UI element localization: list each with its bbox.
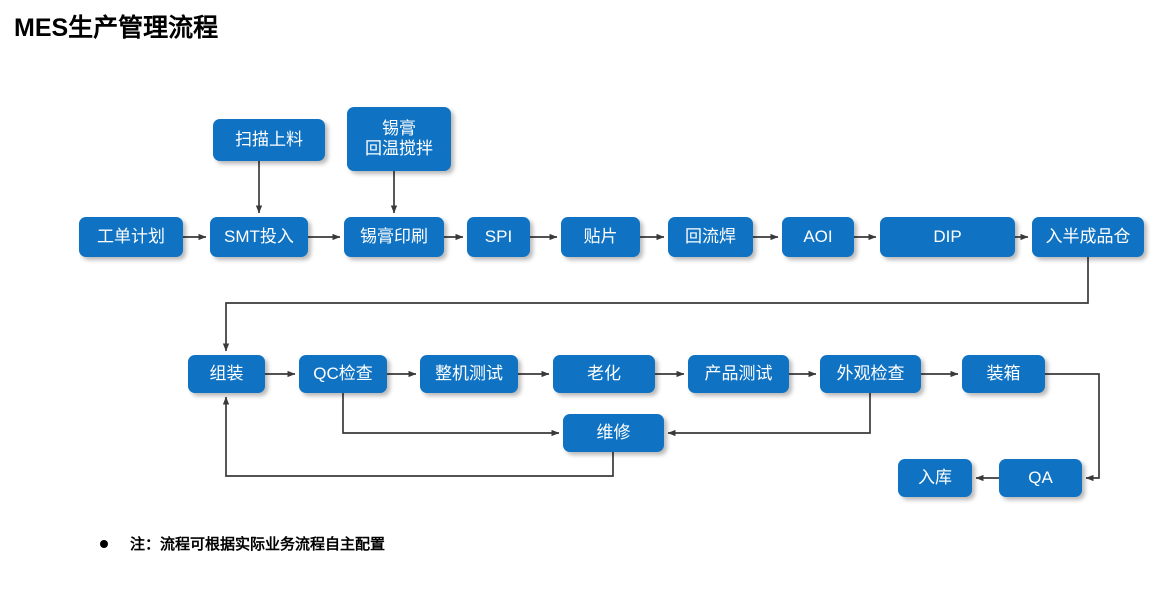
node-spi[interactable]: SPI	[467, 217, 530, 257]
node-smt-input[interactable]: SMT投入	[210, 217, 308, 257]
node-packing[interactable]: 装箱	[962, 355, 1045, 393]
node-label: 入半成品仓	[1045, 227, 1131, 246]
node-label: 锡膏印刷	[360, 227, 428, 246]
node-repair[interactable]: 维修	[563, 414, 664, 452]
edge-qc-check-to-repair	[342, 393, 560, 437]
node-solder-paste-stir[interactable]: 锡膏 回温搅拌	[347, 107, 451, 171]
node-label: 回流焊	[685, 227, 736, 246]
node-label: 整机测试	[435, 364, 503, 383]
edge-semi-warehouse-to-assembly	[222, 257, 1089, 352]
node-label: 老化	[587, 364, 621, 383]
node-label: 外观检查	[836, 364, 905, 383]
node-scan-feed[interactable]: 扫描上料	[213, 119, 325, 161]
edge-appearance-to-repair	[667, 393, 871, 437]
node-label: QC检查	[313, 364, 373, 383]
node-label: QA	[1028, 468, 1053, 487]
page-title: MES生产管理流程	[14, 14, 219, 42]
node-work-order-plan[interactable]: 工单计划	[79, 217, 183, 257]
node-label: 装箱	[986, 364, 1021, 383]
node-label: 产品测试	[704, 364, 773, 383]
node-label: 贴片	[583, 227, 618, 246]
footnote: 注：流程可根据实际业务流程自主配置	[100, 533, 385, 554]
node-solder-paste-print[interactable]: 锡膏印刷	[344, 217, 444, 257]
node-product-test[interactable]: 产品测试	[688, 355, 789, 393]
node-mount[interactable]: 贴片	[561, 217, 640, 257]
footnote-text: 注：流程可根据实际业务流程自主配置	[130, 536, 386, 553]
node-label: DIP	[933, 227, 962, 246]
node-qa[interactable]: QA	[999, 459, 1082, 497]
node-qc-check[interactable]: QC检查	[299, 355, 387, 393]
node-aoi[interactable]: AOI	[782, 217, 854, 257]
node-label: SMT投入	[224, 227, 294, 246]
edge-repair-to-assembly	[222, 396, 614, 477]
node-dip[interactable]: DIP	[880, 217, 1015, 257]
bullet-icon	[100, 539, 108, 548]
node-assembly[interactable]: 组装	[188, 355, 265, 393]
node-label: 扫描上料	[235, 130, 303, 149]
node-storage-in[interactable]: 入库	[898, 459, 972, 497]
node-label: 入库	[918, 468, 952, 487]
node-label: 维修	[596, 423, 631, 442]
node-appearance-check[interactable]: 外观检查	[820, 355, 921, 393]
node-label: AOI	[803, 227, 833, 246]
node-whole-machine-test[interactable]: 整机测试	[420, 355, 518, 393]
node-label: 锡膏 回温搅拌	[365, 119, 433, 158]
node-semi-finished-warehouse[interactable]: 入半成品仓	[1032, 217, 1144, 257]
node-reflow-solder[interactable]: 回流焊	[668, 217, 753, 257]
node-label: 组装	[209, 364, 244, 383]
node-label: 工单计划	[97, 227, 165, 246]
node-aging[interactable]: 老化	[553, 355, 655, 393]
node-label: SPI	[484, 227, 513, 246]
